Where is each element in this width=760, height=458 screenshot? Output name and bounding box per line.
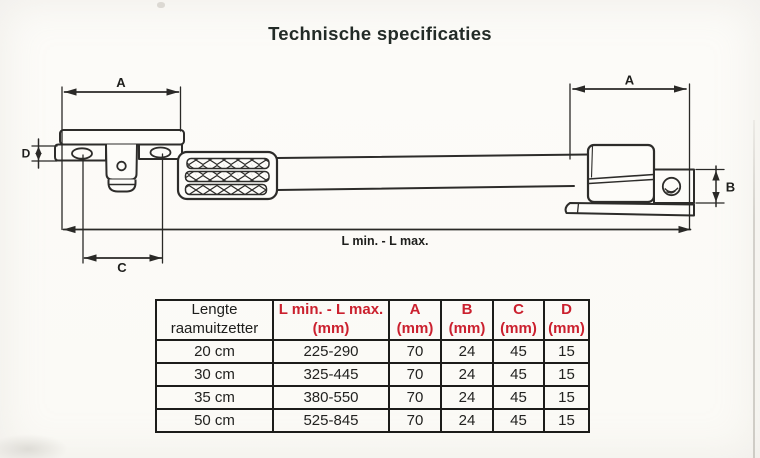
table-cell: 70	[388, 384, 442, 410]
left-top-plate	[59, 129, 185, 146]
table-cell: 70	[388, 338, 442, 364]
table-cell: 24	[440, 361, 494, 387]
table-row: 35 cm 380-550 70 24 45 15	[155, 384, 590, 410]
table-cell: 15	[543, 407, 590, 433]
scan-edge-artifact	[753, 120, 755, 458]
spec-table: Lengte raamuitzetter L min. - L max. (mm…	[155, 299, 590, 433]
header-line: A	[409, 301, 421, 318]
table-cell: 15	[543, 338, 590, 364]
dim-label-length: L min. - L max.	[341, 234, 428, 248]
screw-slot-left	[71, 147, 93, 160]
knurl-band	[186, 157, 270, 170]
table-cell: 45	[492, 338, 545, 364]
arrowhead	[712, 170, 720, 181]
header-line: D	[561, 301, 572, 318]
dim-label-d: D	[22, 147, 31, 161]
table-cell: 35 cm	[155, 384, 274, 410]
header-line: (mm)	[548, 319, 585, 337]
screw-slot-right	[149, 146, 172, 159]
table-cell: 15	[543, 361, 590, 387]
scan-tick-artifact	[157, 2, 165, 8]
pivot-foot	[107, 179, 137, 193]
header-line: L min. - L max.	[278, 301, 384, 318]
right-slider-assembly	[564, 143, 695, 217]
page-title: Technische specificaties	[268, 23, 492, 44]
header-line: C	[513, 301, 524, 318]
table-cell: 70	[388, 361, 442, 387]
dim-label-b: B	[726, 180, 735, 195]
dim-label-a-right: A	[625, 73, 635, 88]
table-cell: 45	[492, 361, 545, 387]
table-row: 30 cm 325-445 70 24 45 15	[155, 361, 590, 387]
header-line: (mm)	[396, 319, 434, 337]
dimension-annotations	[31, 83, 725, 264]
knurl-band	[184, 170, 270, 183]
slider-block	[586, 143, 656, 204]
table-cell: 50 cm	[155, 407, 274, 433]
dim-label-c: C	[117, 260, 127, 275]
slider-block-edge	[590, 145, 594, 178]
table-cell: 24	[440, 407, 494, 433]
header-b: B (mm)	[440, 299, 494, 341]
header-c: C (mm)	[492, 299, 545, 341]
header-line: (mm)	[312, 319, 350, 337]
table-cell: 225-290	[272, 338, 390, 364]
left-mounting-bracket	[54, 129, 185, 193]
table-cell: 20 cm	[155, 338, 274, 364]
header-lengte: Lengte raamuitzetter	[155, 299, 274, 341]
table-cell: 24	[440, 338, 494, 364]
arrowhead	[35, 153, 42, 161]
header-lminmax: L min. - L max. (mm)	[272, 299, 390, 341]
header-line: Lengte	[191, 301, 238, 319]
table-row: 50 cm 525-845 70 24 45 15	[155, 407, 590, 433]
dim-label-a-left: A	[116, 75, 126, 90]
slider-block-band	[588, 178, 654, 185]
table-cell: 24	[440, 384, 494, 410]
scan-smudge-artifact	[0, 434, 68, 458]
table-cell: 70	[388, 407, 442, 433]
telescopic-tube	[276, 153, 590, 191]
arrowhead	[35, 146, 42, 154]
header-line: (mm)	[500, 319, 537, 337]
table-cell: 45	[492, 407, 545, 433]
knurl-band	[184, 183, 268, 196]
table-cell: 15	[543, 384, 590, 410]
base-plate	[564, 202, 695, 217]
window-stay-diagram: A A D C B L min. - L max.	[22, 73, 736, 276]
table-header-row: Lengte raamuitzetter L min. - L max. (mm…	[155, 299, 590, 341]
base-plate-seam	[576, 203, 580, 214]
table-cell: 525-845	[272, 407, 390, 433]
arm-screw-detail	[666, 190, 676, 194]
table-cell: 325-445	[272, 361, 390, 387]
table-cell: 30 cm	[155, 361, 274, 387]
pivot-hole	[116, 160, 127, 172]
slider-block-band	[588, 173, 654, 180]
arm-screw-detail	[664, 187, 679, 193]
table-cell: 380-550	[272, 384, 390, 410]
table-row: 20 cm 225-290 70 24 45 15	[155, 338, 590, 364]
table-cell: 45	[492, 384, 545, 410]
arrowhead	[712, 192, 720, 202]
header-line: raamuitzetter	[170, 319, 259, 337]
adjuster-grip	[176, 150, 279, 201]
header-line: B	[461, 301, 473, 318]
header-line: (mm)	[448, 319, 486, 337]
header-a: A (mm)	[388, 299, 442, 341]
header-d: D (mm)	[543, 299, 590, 341]
